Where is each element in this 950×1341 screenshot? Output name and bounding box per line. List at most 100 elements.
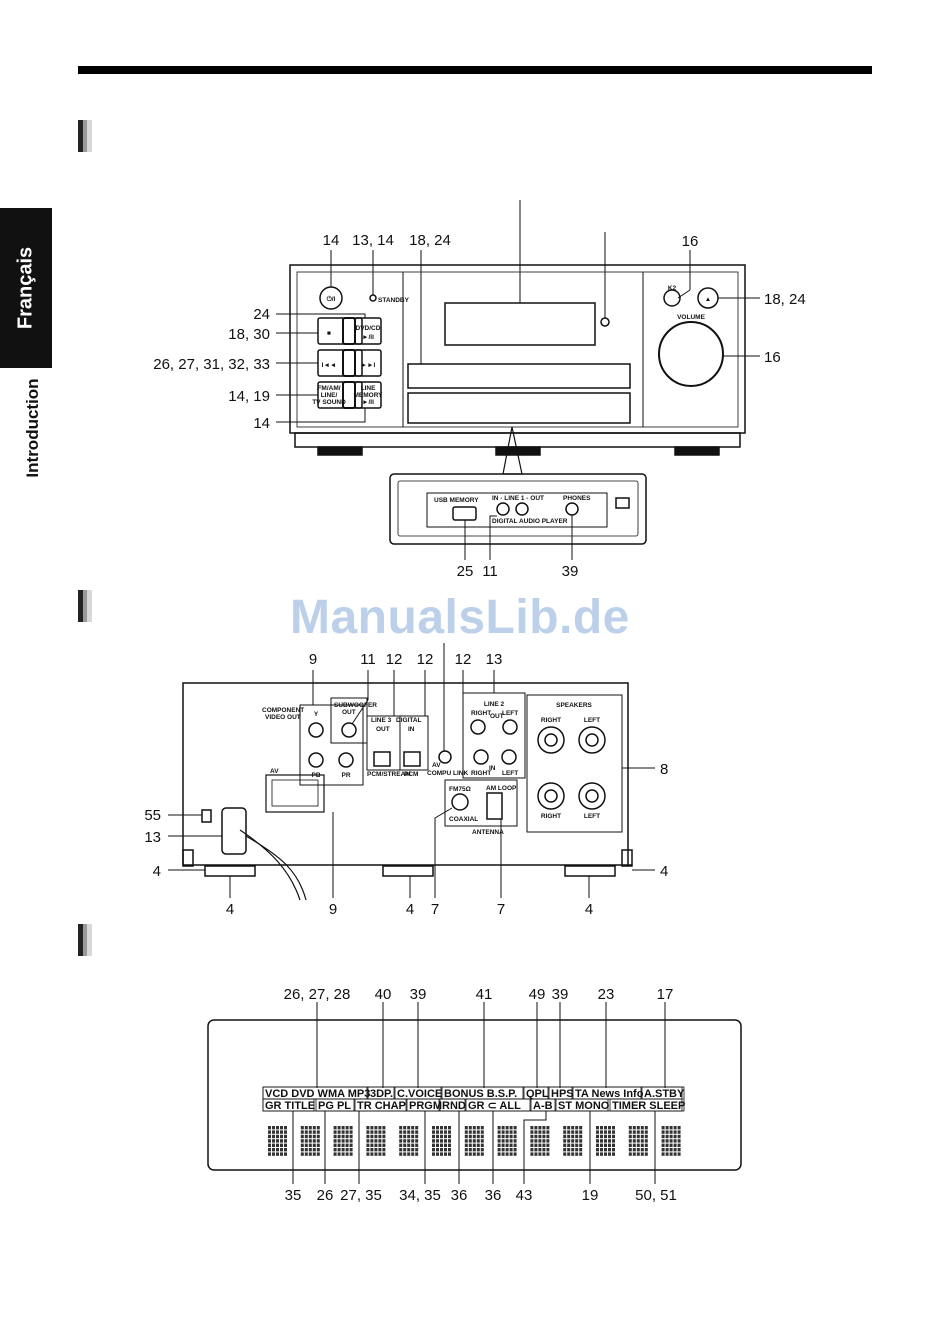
av-compu-label-1: AV (432, 762, 441, 769)
matrix-dot (333, 1148, 337, 1152)
rear-foot-1 (204, 865, 256, 877)
callout-25: 25 (457, 563, 474, 580)
matrix-dot (628, 1130, 632, 1134)
matrix-dot (280, 1130, 283, 1134)
matrix-dot (382, 1148, 386, 1152)
display-indicator: VCD DVD WMA MP3 (265, 1088, 370, 1100)
matrix-dot (480, 1130, 484, 1134)
display-callout-bottom: 50, 51 (635, 1187, 677, 1204)
matrix-dot (640, 1126, 644, 1130)
matrix-dot (596, 1139, 599, 1143)
matrix-dot (432, 1126, 435, 1130)
matrix-dot (567, 1126, 571, 1130)
matrix-dot (628, 1126, 632, 1130)
matrix-dot (567, 1134, 571, 1139)
matrix-dot (382, 1152, 386, 1156)
compu-link-jack (438, 750, 452, 764)
matrix-dot (505, 1148, 509, 1152)
display-indicator: TIMER SLEEP (612, 1100, 685, 1112)
matrix-dot (567, 1148, 571, 1152)
display-indicator: HPS (551, 1088, 574, 1100)
matrix-dot (604, 1139, 607, 1143)
fm-am-label: FM/AM/ (317, 385, 340, 392)
eject-label: ▲ (705, 296, 711, 303)
door-panel (407, 392, 631, 424)
matrix-dot (378, 1143, 382, 1147)
matrix-dot (632, 1143, 636, 1147)
front-callouts: 14 13, 14 18, 24 16 18, 24 16 24 18, 30 … (153, 232, 805, 580)
usb-port (452, 506, 477, 521)
matrix-dot (476, 1126, 480, 1130)
display-callout-top: 39 (410, 986, 427, 1003)
display-indicator: GR TITLE (265, 1100, 315, 1112)
matrix-dot (596, 1130, 599, 1134)
matrix-dot (378, 1130, 382, 1134)
line3-out-label: OUT (376, 726, 390, 733)
matrix-dot (370, 1130, 374, 1134)
matrix-dot (571, 1148, 575, 1152)
matrix-dot (304, 1130, 308, 1134)
indicator-box (315, 1098, 355, 1112)
matrix-dot (444, 1143, 447, 1147)
matrix-dot (640, 1148, 644, 1152)
matrix-dot (403, 1143, 407, 1147)
matrix-dot (464, 1134, 468, 1139)
matrix-dot (444, 1130, 447, 1134)
matrix-dot (600, 1139, 603, 1143)
display-callout-bottom: 35 (285, 1187, 302, 1204)
matrix-dot (579, 1130, 583, 1134)
matrix-dot (677, 1134, 681, 1139)
matrix-dot (308, 1134, 312, 1139)
matrix-dot (374, 1152, 378, 1156)
line1-out-jack (515, 502, 529, 516)
matrix-dot (436, 1152, 439, 1156)
jack-pr (338, 752, 354, 768)
matrix-dot (370, 1152, 374, 1156)
matrix-dot (636, 1134, 640, 1139)
matrix-dot (472, 1130, 476, 1134)
matrix-dot (476, 1139, 480, 1143)
display-indicator: ST MONO (558, 1100, 610, 1112)
matrix-dot (432, 1130, 435, 1134)
matrix-dot (632, 1139, 636, 1143)
stop-button (317, 317, 363, 345)
matrix-dot (575, 1143, 579, 1147)
matrix-dot (509, 1143, 513, 1147)
matrix-dot (669, 1152, 673, 1156)
matrix-dot (407, 1134, 411, 1139)
matrix-dot (436, 1126, 439, 1130)
matrix-dot (480, 1148, 484, 1152)
matrix-dot (448, 1139, 451, 1143)
matrix-dot (501, 1139, 505, 1143)
matrix-dot (534, 1148, 538, 1152)
matrix-dot (677, 1139, 681, 1143)
matrix-dot (509, 1130, 513, 1134)
matrix-dot (337, 1152, 341, 1156)
matrix-dot (501, 1152, 505, 1156)
matrix-dot (546, 1148, 550, 1152)
matrix-dot (337, 1139, 341, 1143)
matrix-dot (505, 1134, 509, 1139)
callout-18-30: 18, 30 (228, 326, 270, 343)
matrix-dot (337, 1126, 341, 1130)
matrix-dot (596, 1126, 599, 1130)
matrix-dot (268, 1152, 271, 1156)
matrix-dot (608, 1148, 611, 1152)
callout-4b: 4 (660, 863, 668, 880)
callout-4a: 4 (153, 863, 161, 880)
matrix-dot (472, 1126, 476, 1130)
indicator-box (354, 1098, 407, 1112)
display-indicator: C.VOICE (397, 1088, 442, 1100)
matrix-dot (571, 1126, 575, 1130)
matrix-dot (444, 1139, 447, 1143)
line1-in-jack (496, 502, 510, 516)
line2-in-left-label: LEFT (502, 770, 518, 777)
matrix-dot (468, 1148, 472, 1152)
matrix-dot (677, 1126, 681, 1130)
matrix-dot (411, 1148, 415, 1152)
matrix-dot (333, 1130, 337, 1134)
matrix-dot (374, 1134, 378, 1139)
matrix-dot (644, 1130, 648, 1134)
matrix-dot (304, 1134, 308, 1139)
